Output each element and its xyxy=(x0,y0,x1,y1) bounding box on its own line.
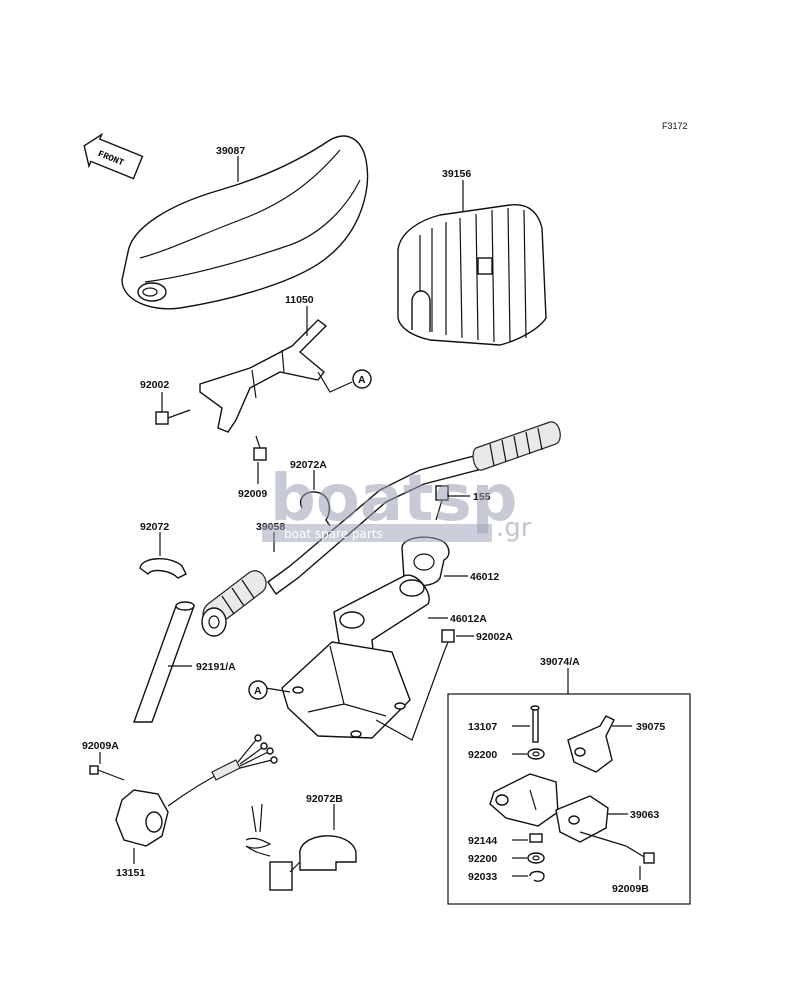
part-label-92200-a: 92200 xyxy=(468,749,497,761)
figure-code: F3172 xyxy=(662,121,688,131)
svg-text:A: A xyxy=(358,374,366,386)
pin-13107 xyxy=(530,705,540,743)
part-label-92072B: 92072B xyxy=(306,793,343,805)
part-label-92033: 92033 xyxy=(468,871,497,883)
part-label-155: 155 xyxy=(473,491,491,503)
svg-text:A: A xyxy=(254,685,262,697)
part-label-92002A: 92002A xyxy=(476,631,513,643)
cover-39063 xyxy=(555,795,609,843)
part-label-46012A: 46012A xyxy=(450,613,487,625)
part-label-92072: 92072 xyxy=(140,521,169,533)
steering-column-46012A xyxy=(281,574,430,739)
part-label-39074A: 39074/A xyxy=(540,656,580,668)
part-label-46012: 46012 xyxy=(470,571,499,583)
bolt-155 xyxy=(435,485,449,521)
part-label-92002: 92002 xyxy=(140,379,169,391)
throttle-housing xyxy=(489,773,559,827)
part-label-39087: 39087 xyxy=(216,145,245,157)
part-label-92144: 92144 xyxy=(468,835,497,847)
clip-92033 xyxy=(529,870,545,882)
part-label-13107: 13107 xyxy=(468,721,497,733)
screw-92009A xyxy=(89,765,125,781)
cover-39156 xyxy=(397,204,547,346)
watermark-logo: boatsp boat spare parts .gr xyxy=(262,462,532,543)
bolt-92002 xyxy=(155,409,191,425)
part-label-92009A: 92009A xyxy=(82,740,119,752)
front-arrow-icon: FRONT xyxy=(83,132,144,180)
bolt-92009 xyxy=(253,435,267,461)
part-label-92200-b: 92200 xyxy=(468,853,497,865)
bracket-11050 xyxy=(199,319,328,433)
spring-92144 xyxy=(529,833,543,843)
part-label-92009B: 92009B xyxy=(612,883,649,895)
part-label-39063: 39063 xyxy=(630,809,659,821)
ref-circle-a-bottom: A xyxy=(248,680,268,700)
part-label-13151: 13151 xyxy=(116,867,145,879)
svg-text:boat spare parts: boat spare parts xyxy=(284,527,383,541)
handlebar-pad-39087 xyxy=(121,135,369,310)
bolt-92002A xyxy=(441,629,455,653)
ref-circle-a-top: A xyxy=(352,369,372,389)
clamp-92072B xyxy=(245,803,357,891)
part-label-92009: 92009 xyxy=(238,488,267,500)
washer-92200-b xyxy=(527,852,545,864)
tube-92191A xyxy=(133,601,195,723)
clamp-92072A xyxy=(299,491,331,527)
svg-text:.gr: .gr xyxy=(496,513,532,543)
screw-92009B xyxy=(625,845,655,864)
lever-39075 xyxy=(567,715,615,773)
washer-92200-a xyxy=(527,748,545,760)
clamp-92072 xyxy=(139,558,187,579)
svg-text:boatsp: boatsp xyxy=(270,462,517,536)
part-label-39156: 39156 xyxy=(442,168,471,180)
part-label-11050: 11050 xyxy=(285,294,314,306)
kit-box-39074A xyxy=(447,693,691,905)
part-label-92191A: 92191/A xyxy=(196,661,236,673)
part-label-39075: 39075 xyxy=(636,721,665,733)
handlebar-39058 xyxy=(201,421,561,637)
switch-13151 xyxy=(115,734,278,847)
part-label-92072A: 92072A xyxy=(290,459,327,471)
